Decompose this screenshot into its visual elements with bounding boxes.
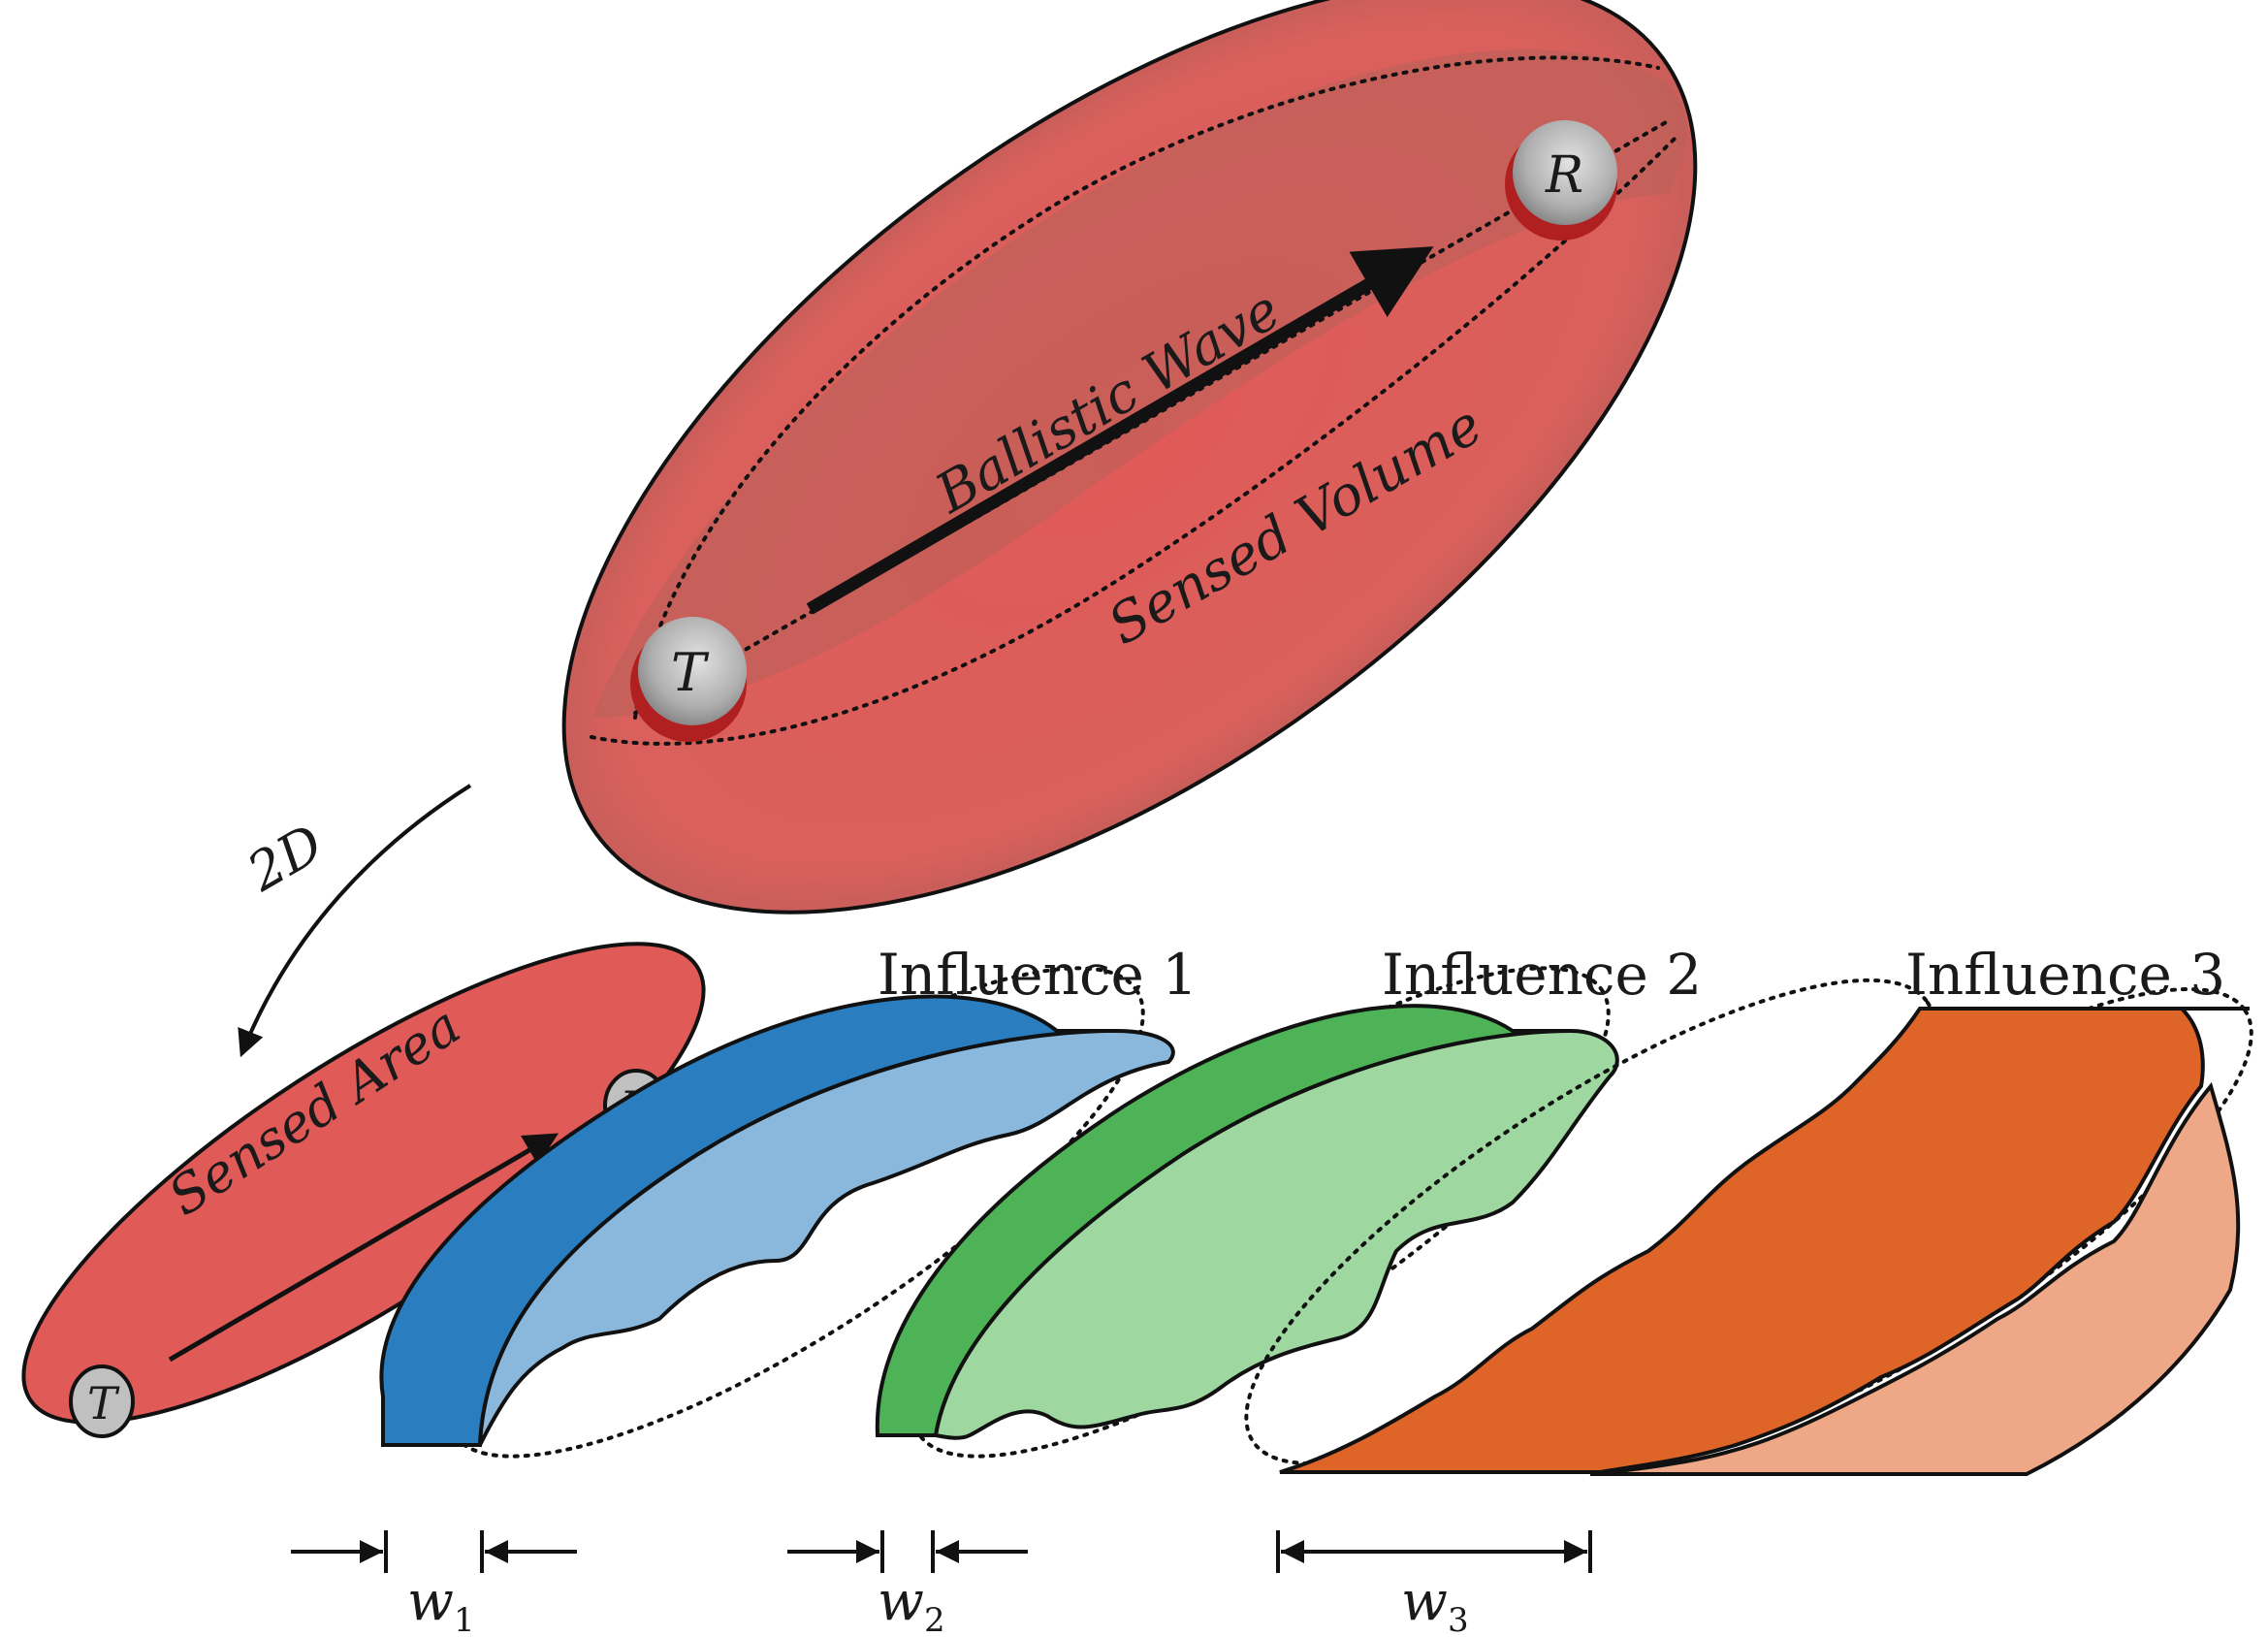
svg-text:T: T (87, 1377, 120, 1429)
sensed-area-arrow (168, 1133, 559, 1363)
width-dimension-1: w1 (291, 1530, 577, 1637)
influence-1-title: Influence 1 (878, 942, 1198, 1008)
ballistic-wave-arrow (806, 246, 1434, 615)
receiver-label: R (1545, 146, 1583, 205)
transmitter-sphere: T (630, 617, 747, 742)
influence-1-top (478, 1028, 1175, 1446)
influence-3: Influence 3 (1244, 942, 2253, 1476)
projection-label: 2D (237, 813, 334, 904)
sensed-volume: Ballistic Wave Sensed Volume T R (561, 0, 1698, 915)
width-2-label: w2 (878, 1570, 945, 1637)
volume-upper-shade (591, 49, 1687, 718)
influence-2-top (933, 1028, 1619, 1440)
influence-2: Influence 2 (875, 942, 1702, 1459)
width-dimension-3: w3 (1276, 1530, 1592, 1637)
influence-2-title: Influence 2 (1382, 942, 1702, 1008)
transmitter-label: T (671, 642, 710, 703)
width-dimension-2: w2 (787, 1530, 1028, 1637)
width-3-label: w3 (1401, 1570, 1469, 1637)
width-1-label: w1 (407, 1570, 475, 1637)
influence-3-edge (1589, 1081, 2241, 1476)
influence-3-title: Influence 3 (1905, 942, 2225, 1008)
volume-dotted-axis (633, 119, 1670, 715)
receiver-sphere: R (1505, 120, 1617, 241)
transmitter-disc: T (69, 1364, 135, 1438)
volume-dotted-upper (633, 55, 1660, 720)
influence-1: Influence 1 (379, 942, 1198, 1459)
volume-dotted-lower (590, 134, 1679, 746)
